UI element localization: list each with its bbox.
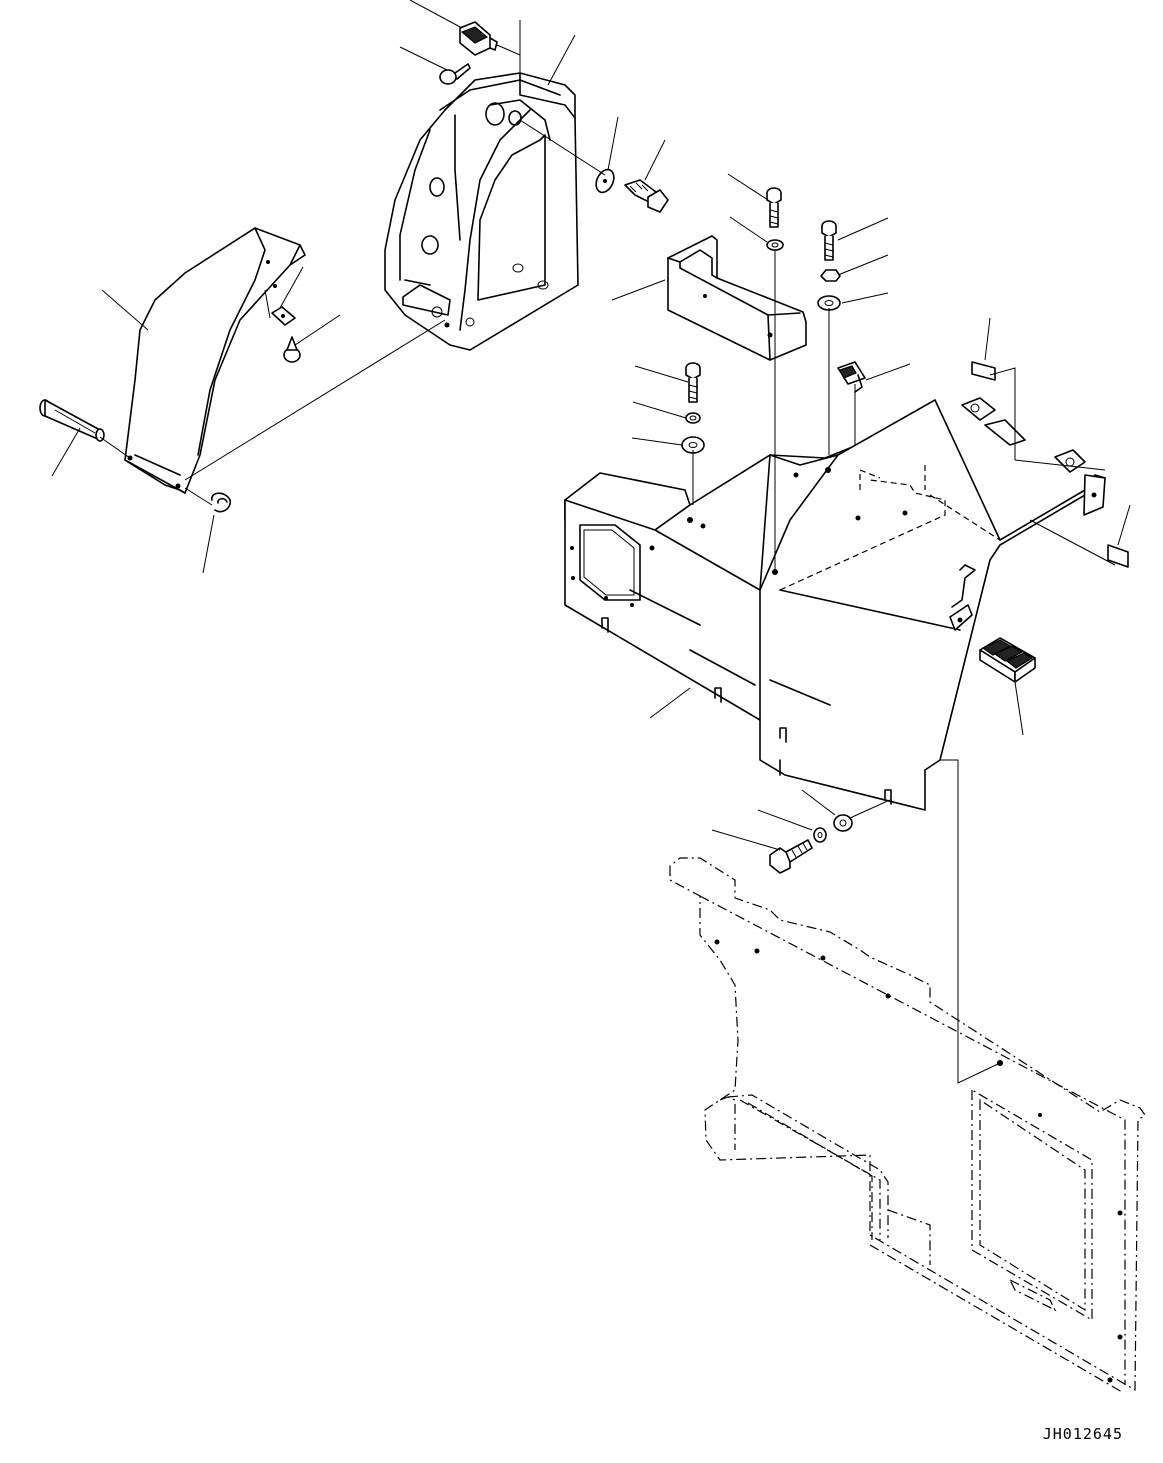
assembly-lines	[99, 20, 1116, 1084]
pivot-pin	[39, 399, 105, 442]
flat-washer-upper	[595, 168, 615, 194]
spring-clip	[837, 361, 866, 393]
bolt-stack-left	[681, 362, 705, 454]
label-tag-right	[971, 361, 1129, 568]
push-rivet	[439, 63, 471, 85]
main-cover-panel	[564, 397, 1106, 811]
snap-ring	[211, 492, 232, 513]
grommet	[283, 336, 301, 363]
bolt-stack-right	[817, 220, 841, 311]
cab-floor-frame	[669, 857, 1146, 1393]
lower-bolt-set	[769, 814, 853, 874]
nut-plate	[271, 306, 296, 326]
flange-bolt-upper	[624, 179, 669, 213]
bolt-stack-center	[766, 187, 784, 251]
top-clip	[459, 21, 498, 56]
drawing-code-label: JH012645	[1042, 1425, 1123, 1443]
cushion-pad	[979, 637, 1036, 683]
console-support-bracket	[384, 72, 579, 351]
side-cover-curved	[124, 227, 306, 494]
cover-bracket	[667, 235, 807, 361]
leader-lines	[51, 0, 1131, 851]
